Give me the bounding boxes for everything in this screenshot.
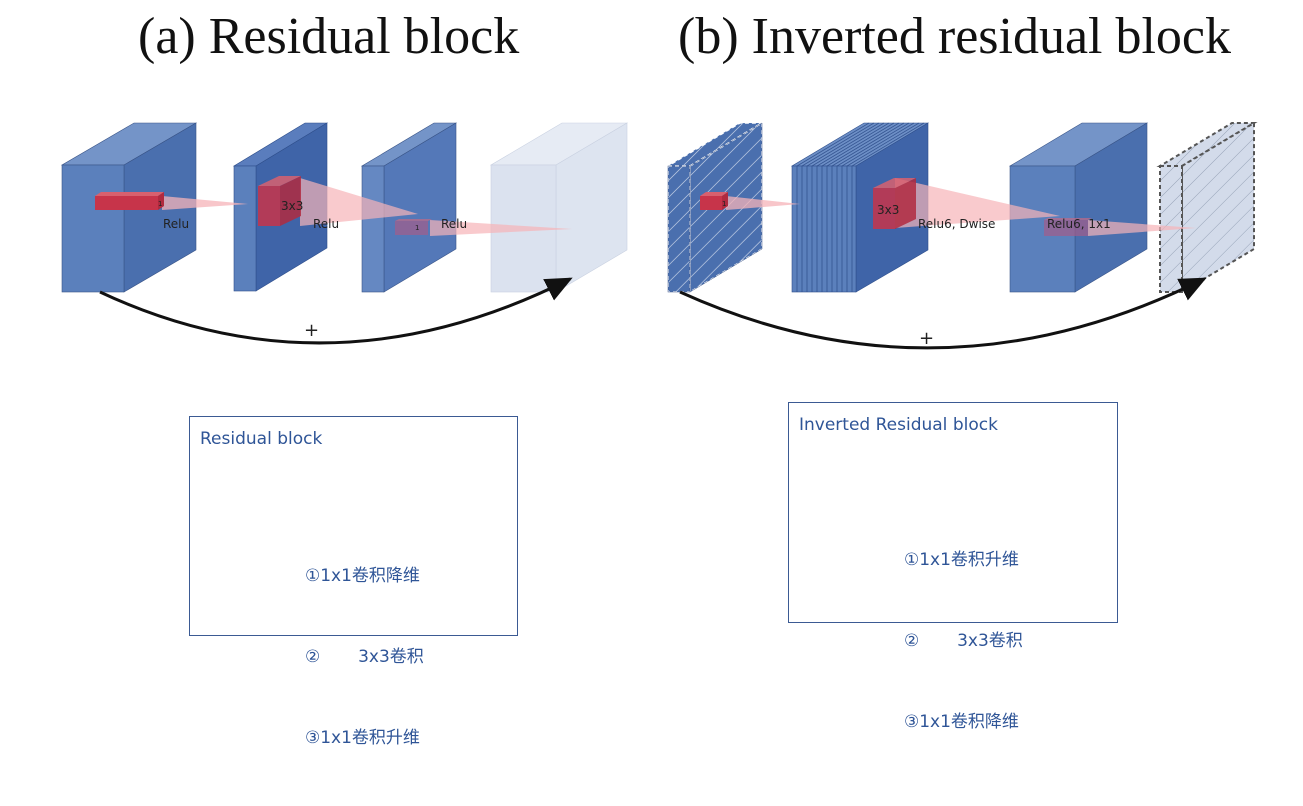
feature-map-b3 xyxy=(1008,122,1149,293)
kernel-a2 xyxy=(258,176,301,226)
kernel-a1 xyxy=(95,192,164,210)
activation-label-b1: Relu6, Dwise xyxy=(918,217,995,231)
kernel-b2 xyxy=(873,178,916,229)
activation-label-b2: Relu6, 1x1 xyxy=(1047,217,1111,231)
kernel-b3 xyxy=(1044,218,1092,236)
panel-a: 1 3x3 1 Relu Relu Relu + xyxy=(60,122,629,345)
projection-beam-b2 xyxy=(895,178,1060,228)
activation-label-a1: Relu xyxy=(163,217,189,231)
projection-beam-a2 xyxy=(300,178,418,226)
step-item: ③1x1卷积升维 xyxy=(305,728,420,748)
step-item: ② 3x3卷积 xyxy=(305,647,424,667)
feature-map-a3 xyxy=(360,122,458,293)
kernel-label-b2: 3x3 xyxy=(877,203,899,217)
inverted-residual-block-notes-title: Inverted Residual block xyxy=(799,415,998,435)
skip-connection-arrow-b xyxy=(679,277,1207,350)
step-item: ①1x1卷积升维 xyxy=(904,550,1019,570)
title-residual-block: (a) Residual block xyxy=(138,8,520,65)
step-item: ③1x1卷积降维 xyxy=(904,712,1019,732)
projection-beam-a3 xyxy=(430,220,572,236)
projection-beam-a1 xyxy=(162,196,248,210)
feature-map-b4 xyxy=(1156,121,1258,294)
panel-b: 1 3x3 Relu6, Dwise Relu6, 1x1 + xyxy=(665,121,1258,350)
plus-sign-b: + xyxy=(919,328,934,349)
activation-label-a2: Relu xyxy=(313,217,339,231)
kernel-label-a1: 1 xyxy=(158,200,162,208)
inverted-residual-block-steps: ①1x1卷积升维 ② 3x3卷积 ③1x1卷积降维 xyxy=(904,493,1023,790)
kernel-label-a2: 3x3 xyxy=(281,199,303,213)
kernel-label-b1: 1 xyxy=(722,200,726,208)
kernel-label-a3: 1 xyxy=(415,224,419,232)
skip-connection-arrow-a xyxy=(99,277,573,345)
feature-map-a4 xyxy=(489,122,629,293)
projection-beam-b1 xyxy=(726,196,800,210)
residual-block-steps: ①1x1卷积降维 ② 3x3卷积 ③1x1卷积升维 xyxy=(305,509,424,806)
plus-sign-a: + xyxy=(304,320,319,341)
residual-block-notes-title: Residual block xyxy=(200,429,323,449)
kernel-a3 xyxy=(395,219,432,235)
step-item: ①1x1卷积降维 xyxy=(305,566,420,586)
feature-map-a1 xyxy=(60,122,198,293)
feature-map-b1 xyxy=(665,121,765,294)
projection-beam-b3 xyxy=(1088,220,1196,236)
kernel-b1 xyxy=(700,192,728,210)
inverted-residual-block-notes: Inverted Residual block ①1x1卷积升维 ② 3x3卷积… xyxy=(788,402,1118,732)
block-diagram: 1 3x3 1 Relu Relu Relu + xyxy=(60,121,1258,350)
step-item: ② 3x3卷积 xyxy=(904,631,1023,651)
title-inverted-residual-block: (b) Inverted residual block xyxy=(678,8,1232,65)
feature-map-b2 xyxy=(790,122,930,293)
activation-label-a3: Relu xyxy=(441,217,467,231)
residual-block-notes: Residual block ①1x1卷积降维 ② 3x3卷积 ③1x1卷积升维 xyxy=(189,416,518,748)
